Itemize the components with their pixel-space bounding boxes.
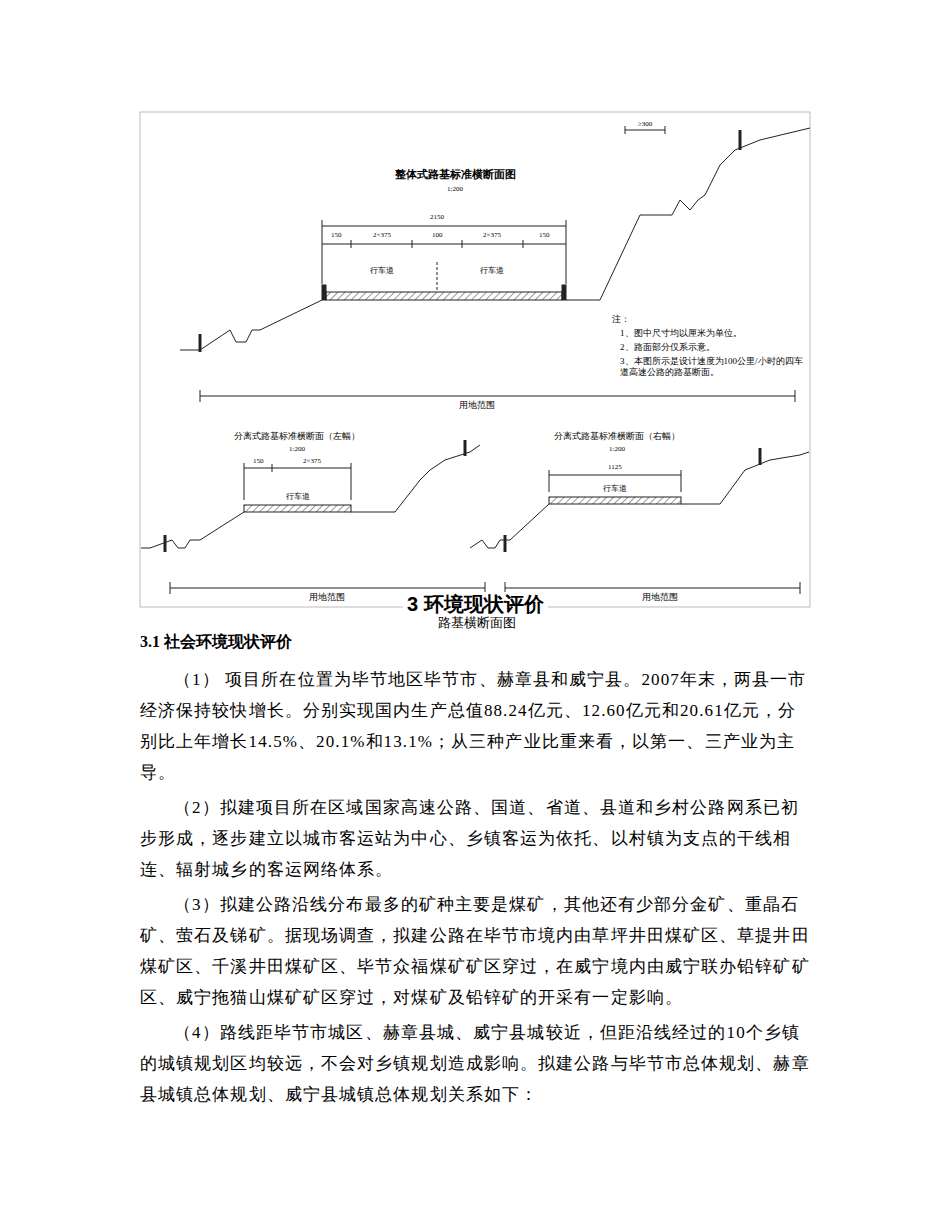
drawing-line (351, 463, 352, 500)
note: 1、图中尺寸均以厘米为单位。 (620, 328, 805, 339)
body-paragraph: （1） 项目所在位置为毕节地区毕节市、赫章县和威宁县。2007年末，两县一市经济… (140, 664, 810, 788)
drawing-polyline (470, 504, 549, 548)
land-range: 用地范围 (459, 400, 495, 411)
drawing-line (200, 396, 795, 397)
drawing-line (739, 130, 742, 150)
drawing-line (322, 226, 566, 227)
drawing-title: 分离式路基标准横断面（右幅） (554, 431, 680, 442)
drawing-polyline (566, 128, 810, 300)
separated-right-section (470, 448, 809, 594)
drawing-line (566, 220, 567, 284)
figure-frame (140, 112, 810, 607)
drawing-line (464, 440, 467, 456)
note: 3、本图所示是设计速度为100公里/小时的四车道高速公路的路基断面。 (620, 356, 805, 378)
separated-left-section (141, 440, 485, 594)
drawing-rect (244, 505, 351, 512)
dimension: 1125 (608, 463, 622, 471)
scale: 1:200 (609, 445, 625, 453)
figure-caption: 路基横断面图 (438, 615, 516, 631)
drawing-line (549, 475, 681, 476)
dimension: 150 (331, 231, 342, 239)
land-range: 用地范围 (642, 592, 678, 603)
drawing-line (625, 130, 665, 131)
scale: 1:200 (289, 445, 305, 453)
drawing-line (523, 240, 524, 248)
drawing-line (504, 535, 507, 552)
integral-section (180, 126, 810, 402)
lane-label: 行车道 (480, 266, 504, 276)
drawing-line (412, 240, 413, 248)
dimension: 150 (253, 457, 264, 465)
drawing-line (164, 535, 167, 552)
drawing-line (244, 463, 245, 500)
drawing-line (322, 244, 566, 245)
dimension: ≥300 (638, 120, 652, 128)
dimension: 150 (539, 231, 550, 239)
drawing-line (795, 390, 796, 402)
lane-label: 行车道 (603, 484, 627, 494)
drawing-line (437, 262, 438, 292)
chapter-heading: 3 环境现状评价 (403, 592, 548, 616)
drawing-polyline (681, 452, 809, 504)
dimension: 100 (432, 231, 443, 239)
body-paragraph: （3）拟建公路沿线分布最多的矿种主要是煤矿，其他还有少部分金矿、重晶石矿、萤石及… (140, 889, 810, 1013)
drawing-line (244, 468, 351, 469)
drawing-line (759, 448, 762, 465)
dimension: 2×375 (303, 457, 321, 465)
drawing-line (322, 220, 323, 284)
drawing-line (170, 588, 485, 589)
drawing-line (200, 390, 201, 402)
lane-label: 行车道 (370, 266, 394, 276)
dimension: 2×375 (373, 231, 391, 239)
body-paragraph: （2）拟建项目所在区域国家高速公路、国道、省道、县道和乡村公路网系已初步形成，逐… (140, 792, 810, 885)
land-range: 用地范围 (309, 592, 345, 603)
drawing-line (625, 126, 626, 134)
drawing-line (665, 126, 666, 134)
drawing-polyline (141, 512, 244, 548)
drawing-rect (549, 497, 681, 504)
drawing-title: 分离式路基标准横断面（左幅） (234, 431, 360, 442)
drawing-line (170, 582, 171, 594)
dimension: 2150 (430, 213, 444, 221)
section-heading: 3.1 社会环境现状评价 (140, 632, 292, 651)
dimension: 2×375 (483, 231, 501, 239)
drawing-line (272, 464, 273, 472)
drawing-line (351, 240, 352, 248)
scale: 1:200 (447, 185, 463, 193)
drawing-line (549, 470, 550, 492)
drawing-rect (322, 285, 326, 300)
note: 2、路面部分仅系示意。 (620, 342, 805, 353)
drawing-rect (562, 285, 566, 300)
drawing-line (681, 470, 682, 492)
drawing-line (505, 588, 800, 589)
lane-label: 行车道 (286, 492, 310, 502)
drawing-title: 整体式路基标准横断面图 (395, 168, 516, 181)
drawing-polyline (351, 445, 480, 512)
drawing-line (462, 240, 463, 248)
drawing-rect (326, 292, 562, 300)
note-heading: 注： (612, 314, 630, 325)
drawing-line (800, 582, 801, 594)
body-paragraph: （4）路线距毕节市城区、赫章县城、威宁县城较近，但距沿线经过的10个乡镇的城镇规… (140, 1017, 810, 1110)
drawing-line (199, 334, 202, 352)
